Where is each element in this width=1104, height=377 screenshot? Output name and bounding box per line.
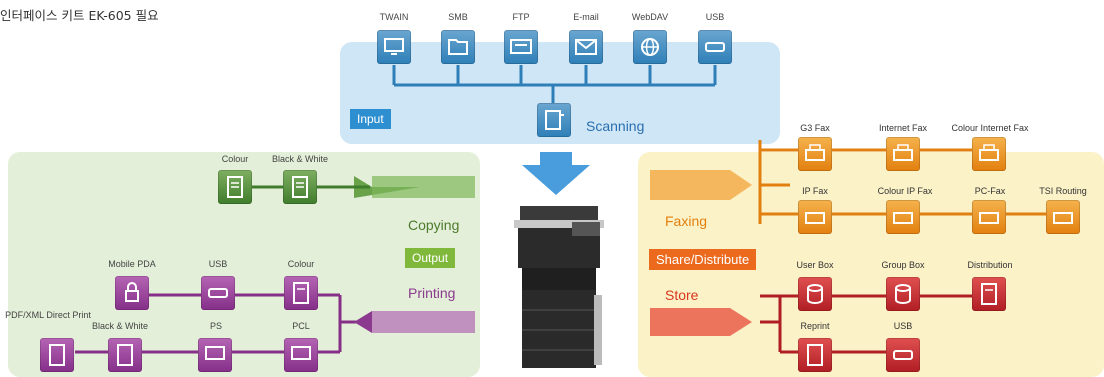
input-tag: Input: [350, 109, 391, 129]
print-label-pdf-xml: PDF/XML Direct Print: [5, 310, 91, 320]
monitor-icon: [377, 30, 411, 64]
input-label-smb: SMB: [448, 12, 468, 22]
database-icon: [798, 277, 832, 311]
input-label-twain: TWAIN: [379, 12, 409, 22]
down-arrow: [522, 152, 590, 195]
fax-icon: [798, 200, 832, 234]
print-label-usb: USB: [208, 259, 228, 269]
document-icon: [283, 170, 317, 204]
input-label-email: E-mail: [573, 12, 599, 22]
store-label: Store: [665, 287, 699, 303]
scanning-label: Scanning: [586, 118, 645, 134]
folder-icon: [441, 30, 475, 64]
fax-label-tsi: TSI Routing: [1039, 186, 1087, 196]
copy-label-bw: Black & White: [271, 154, 329, 164]
fax-icon: [798, 137, 832, 171]
kit-requirement-note: 인터페이스 키트 EK-605 필요: [0, 8, 159, 23]
store-label-usb: USB: [893, 321, 913, 331]
store-label-distribution: Distribution: [967, 260, 1013, 270]
output-tag: Output: [405, 248, 456, 268]
globe-icon: [633, 30, 667, 64]
input-label-webdav: WebDAV: [631, 12, 669, 22]
fax-icon: [972, 200, 1006, 234]
input-label-ftp: FTP: [512, 12, 530, 22]
envelope-icon: [569, 30, 603, 64]
mfp-printer-image: [512, 200, 606, 372]
print-label-mobile-pda: Mobile PDA: [108, 259, 156, 269]
store-label-group-box: Group Box: [881, 260, 925, 270]
ftp-server-icon: [504, 30, 538, 64]
copy-label-colour: Colour: [221, 154, 249, 164]
print-label-colour: Colour: [287, 259, 315, 269]
input-label-usb: USB: [705, 12, 725, 22]
fax-icon: [972, 137, 1006, 171]
print-label-bw: Black & White: [91, 321, 149, 331]
monitor-icon: [198, 338, 232, 372]
document-icon: [218, 170, 252, 204]
database-icon: [886, 277, 920, 311]
usb-icon: [201, 276, 235, 310]
store-label-user-box: User Box: [796, 260, 834, 270]
fax-label-colour-internet: Colour Internet Fax: [951, 123, 1029, 133]
faxing-label: Faxing: [665, 213, 708, 229]
document-icon: [108, 338, 142, 372]
store-label-reprint: Reprint: [800, 321, 830, 331]
print-label-pcl: PCL: [292, 321, 310, 331]
monitor-icon: [284, 338, 318, 372]
fax-label-colour-ip: Colour IP Fax: [877, 186, 933, 196]
share-distribute-tag: Share/Distribute: [649, 249, 757, 270]
fax-icon: [886, 200, 920, 234]
printing-label: Printing: [408, 285, 456, 301]
fax-label-g3: G3 Fax: [800, 123, 830, 133]
usb-icon: [698, 30, 732, 64]
print-label-ps: PS: [209, 321, 223, 331]
lock-icon: [115, 276, 149, 310]
fax-label-ip: IP Fax: [802, 186, 828, 196]
usb-icon: [886, 338, 920, 372]
document-icon: [972, 277, 1006, 311]
fax-label-internet: Internet Fax: [878, 123, 928, 133]
document-icon: [40, 338, 74, 372]
fax-icon: [1046, 200, 1080, 234]
document-icon: [798, 338, 832, 372]
fax-label-pc: PC-Fax: [974, 186, 1006, 196]
fax-icon: [886, 137, 920, 171]
copying-label: Copying: [408, 217, 460, 233]
document-icon: [284, 276, 318, 310]
scanner-icon: [537, 103, 571, 137]
